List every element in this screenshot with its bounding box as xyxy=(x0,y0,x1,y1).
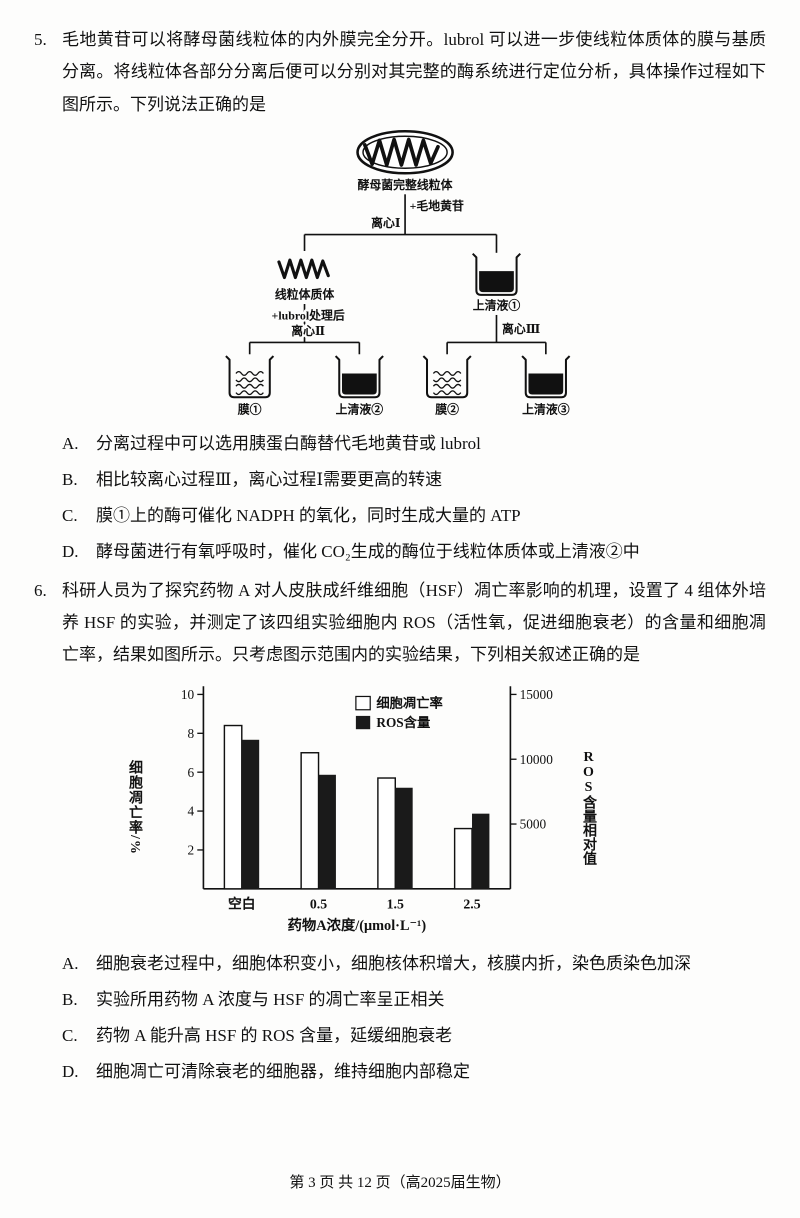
legend-label-apoptosis: 细胞凋亡率 xyxy=(376,694,442,710)
left-tick-label: 4 xyxy=(188,803,195,818)
membrane1-label: 膜① xyxy=(237,403,261,417)
ros-bar xyxy=(318,774,336,889)
ros-apoptosis-chart: 细胞凋亡率/% 2 4 6 8 10 5000 10000 15000 空白 0.5 1.5 2.5 药… xyxy=(122,676,600,940)
q6-option-b: B. 实验所用药物 A 浓度与 HSF 的凋亡率呈正相关 xyxy=(62,986,766,1013)
option-label: D. xyxy=(62,1062,79,1082)
option-label: C. xyxy=(62,506,78,526)
right-tick-label: 5000 xyxy=(520,816,547,831)
centrifuge1-label: 离心Ⅰ xyxy=(371,216,401,230)
reagent1-label: +毛地黄苷 xyxy=(409,199,463,213)
q5-option-a: A. 分离过程中可以选用胰蛋白酶替代毛地黄苷或 lubrol xyxy=(62,430,766,457)
apoptosis-bar xyxy=(453,827,473,890)
right-tick-label: 15000 xyxy=(520,687,554,702)
page-footer: 第 3 页 共 12 页（高2025届生物） xyxy=(289,1175,511,1191)
question-5-stem: 毛地黄苷可以将酵母菌线粒体的内外膜完全分开。lubrol 可以进一步使线粒体质体… xyxy=(62,30,766,114)
left-tick-label: 8 xyxy=(188,725,195,740)
mitoplast-label: 线粒体质体 xyxy=(274,287,333,301)
question-6-number: 6. xyxy=(34,580,47,600)
ros-bar xyxy=(472,813,490,889)
option-text: 分离过程中可以选用胰蛋白酶替代毛地黄苷或 lubrol xyxy=(96,433,481,453)
option-label: A. xyxy=(62,953,79,973)
option-text: 细胞凋亡可清除衰老的细胞器，维持细胞内部稳定 xyxy=(96,1062,470,1082)
mitoplast-drawing xyxy=(276,258,330,279)
mitochondria-separation-diagram: 酵母菌完整线粒体 +毛地黄苷 离心Ⅰ 线粒体质体 +lubrol处理后 离心Ⅱ xyxy=(34,123,766,426)
question-5-stem-row: 5. 毛地黄苷可以将酵母菌线粒体的内外膜完全分开。lubrol 可以进一步使线粒… xyxy=(34,24,766,121)
membrane2-label: 膜② xyxy=(435,403,459,417)
right-tick-label: 10000 xyxy=(520,751,554,766)
option-text: 相比较离心过程Ⅲ，离心过程Ⅰ需要更高的转速 xyxy=(96,470,443,490)
option-text: 药物 A 能升高 HSF 的 ROS 含量，延缓细胞衰老 xyxy=(96,1025,453,1045)
x-tick-label: 空白 xyxy=(228,895,256,911)
q5-option-b: B. 相比较离心过程Ⅲ，离心过程Ⅰ需要更高的转速 xyxy=(62,466,766,493)
mitochondrion-drawing xyxy=(355,129,454,175)
left-y-axis-label: 细胞凋亡率/% xyxy=(127,760,142,855)
x-tick-label: 2.5 xyxy=(463,896,480,911)
q6-option-c: C. 药物 A 能升高 HSF 的 ROS 含量，延缓细胞衰老 xyxy=(62,1022,766,1049)
beaker-membrane-2 xyxy=(421,354,472,399)
question-5-options: A. 分离过程中可以选用胰蛋白酶替代毛地黄苷或 lubrol B. 相比较离心过… xyxy=(34,430,766,566)
bar-chart-svg: 2 4 6 8 10 5000 10000 15000 空白 0.5 1.5 2.5 药物A浓度/(μm… xyxy=(181,685,554,933)
centrifuge2-label: 离心Ⅱ xyxy=(291,324,325,338)
supernatant3-label: 上清液③ xyxy=(522,403,570,417)
left-tick-label: 2 xyxy=(188,842,195,857)
beaker-supernatant-2 xyxy=(334,354,384,399)
beaker-supernatant-1 xyxy=(471,252,521,296)
option-text: 膜①上的酶可催化 NADPH 的氧化，同时生成大量的 ATP xyxy=(96,506,521,526)
apoptosis-bar xyxy=(377,776,396,890)
beaker-membrane-1 xyxy=(224,354,274,399)
option-label: D. xyxy=(62,542,79,562)
legend-swatch-ros xyxy=(355,715,371,729)
legend-swatch-apoptosis xyxy=(355,695,371,710)
x-tick-label: 0.5 xyxy=(310,896,327,911)
q5-option-c: C. 膜①上的酶可催化 NADPH 的氧化，同时生成大量的 ATP xyxy=(62,502,766,529)
whole-mito-label: 酵母菌完整线粒体 xyxy=(357,178,452,192)
option-label: B. xyxy=(62,470,78,490)
question-5: 5. 毛地黄苷可以将酵母菌线粒体的内外膜完全分开。lubrol 可以进一步使线粒… xyxy=(34,24,766,566)
q6-option-d: D. 细胞凋亡可清除衰老的细胞器，维持细胞内部稳定 xyxy=(62,1058,766,1085)
left-tick-label: 6 xyxy=(188,764,195,779)
option-text: 酵母菌进行有氧呼吸时，催化 CO₂生成的酶位于线粒体质体或上清液②中 xyxy=(96,542,640,562)
question-6-options: A. 细胞衰老过程中，细胞体积变小，细胞核体积增大，核膜内折，染色质染色加深 B… xyxy=(34,950,766,1086)
apoptosis-bar xyxy=(223,724,243,890)
q5-option-d: D. 酵母菌进行有氧呼吸时，催化 CO₂生成的酶位于线粒体质体或上清液②中 xyxy=(62,538,766,565)
beaker-supernatant-3 xyxy=(520,354,571,399)
question-5-number: 5. xyxy=(34,30,47,49)
centrifuge3-label: 离心Ⅲ xyxy=(501,322,539,336)
option-label: B. xyxy=(62,989,78,1009)
question-6-stem-row: 6. 科研人员为了探究药物 A 对人皮肤成纤维细胞（HSF）凋亡率影响的机理，设… xyxy=(34,575,766,672)
supernatant2-label: 上清液② xyxy=(335,403,383,417)
left-tick-label: 10 xyxy=(181,687,195,702)
ros-bar xyxy=(241,739,260,889)
question-6-stem: 科研人员为了探究药物 A 对人皮肤成纤维细胞（HSF）凋亡率影响的机理，设置了 … xyxy=(62,580,766,665)
ros-bar xyxy=(395,787,413,889)
option-text: 细胞衰老过程中，细胞体积变小，细胞核体积增大，核膜内折，染色质染色加深 xyxy=(96,953,691,973)
separation-flowchart-svg: 酵母菌完整线粒体 +毛地黄苷 离心Ⅰ 线粒体质体 +lubrol处理后 离心Ⅱ xyxy=(224,129,571,417)
supernatant1-label: 上清液① xyxy=(472,298,520,312)
legend-label-ros: ROS含量 xyxy=(376,714,430,730)
x-axis-label: 药物A浓度/(μmol·L⁻¹) xyxy=(288,915,427,933)
x-tick-label: 1.5 xyxy=(387,896,404,911)
option-label: C. xyxy=(62,1025,78,1045)
question-6: 6. 科研人员为了探究药物 A 对人皮肤成纤维细胞（HSF）凋亡率影响的机理，设… xyxy=(34,575,766,1086)
right-y-axis-label: ROS含量相对值 xyxy=(581,750,596,866)
q6-option-a: A. 细胞衰老过程中，细胞体积变小，细胞核体积增大，核膜内折，染色质染色加深 xyxy=(62,950,766,977)
option-text: 实验所用药物 A 浓度与 HSF 的凋亡率呈正相关 xyxy=(96,989,445,1009)
apoptosis-bar xyxy=(300,751,320,890)
reagent2-label: +lubrol处理后 xyxy=(271,308,344,322)
option-label: A. xyxy=(62,433,79,453)
